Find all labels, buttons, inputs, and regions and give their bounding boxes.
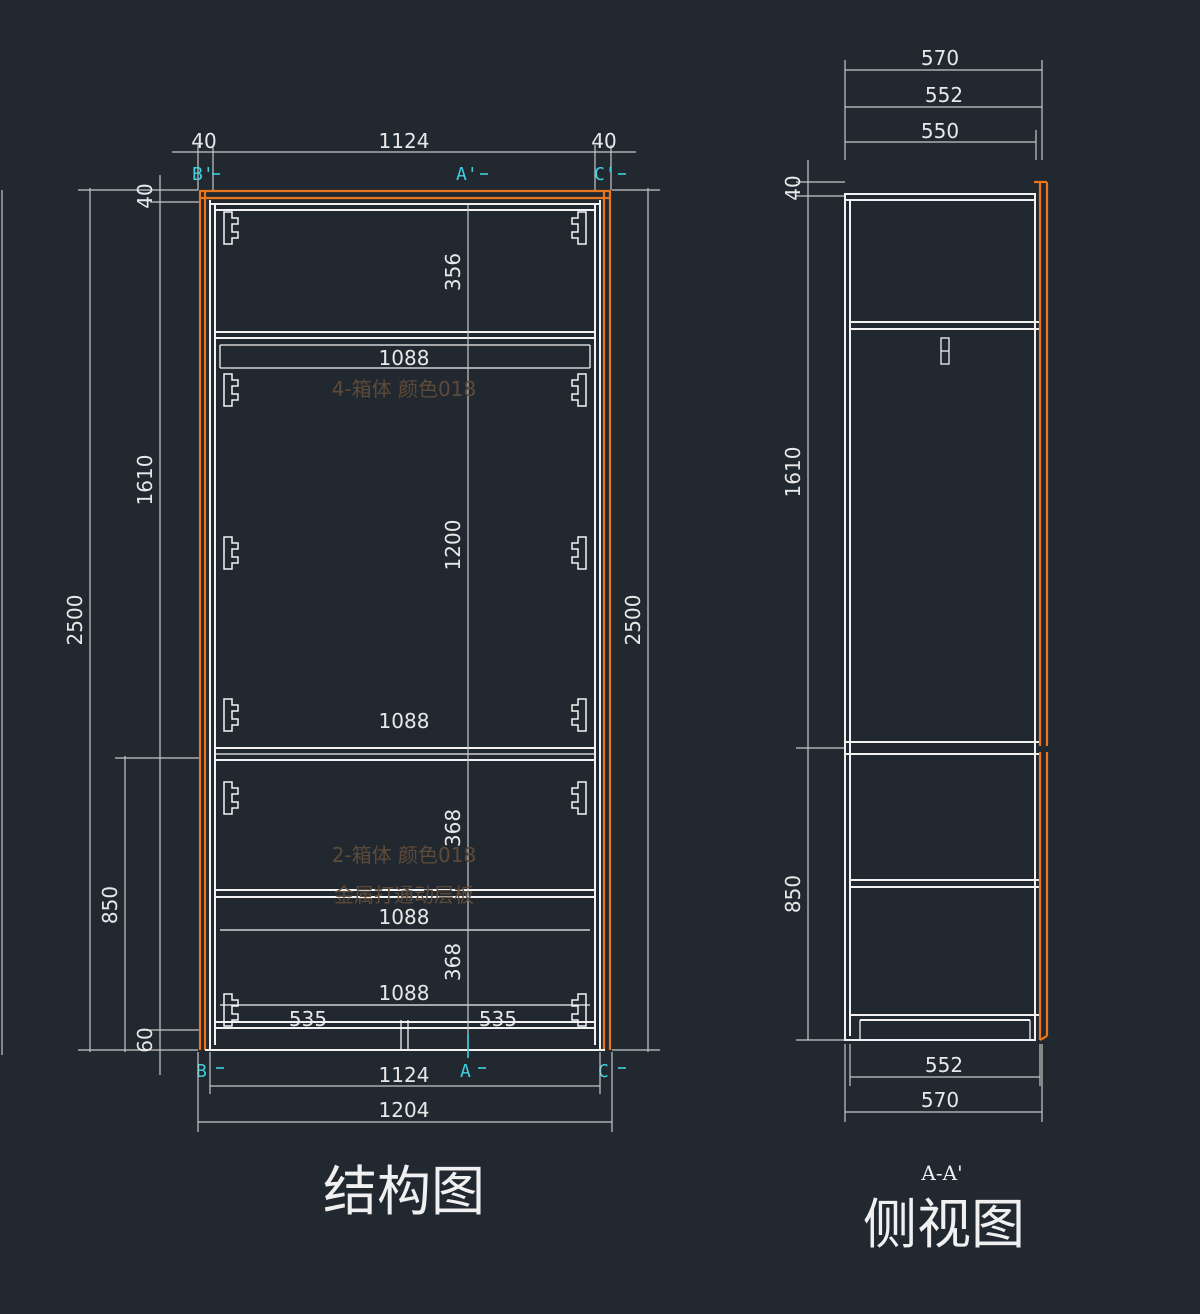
dim-top-mid: 1124 <box>379 129 430 153</box>
side-dim-bottom-1: 552 <box>925 1053 963 1077</box>
front-left-dimensions: 2500 850 40 1610 60 <box>63 175 200 1075</box>
front-bottom-dimensions: 1124 1204 <box>197 1052 613 1132</box>
shelf-pin-left-3 <box>223 698 239 732</box>
section-mark-b-prime: B' <box>192 164 214 185</box>
shelf-pin-left-4 <box>223 781 239 815</box>
dim-top-right: 40 <box>591 129 616 153</box>
dim-shelf-2: 1088 <box>379 709 430 733</box>
dim-inner-lower-2: 368 <box>441 943 465 981</box>
front-view-title: 结构图 <box>323 1160 485 1223</box>
side-dim-top-3: 550 <box>921 119 959 143</box>
shelf-pin-left-0 <box>223 211 239 245</box>
front-orange-edges <box>198 189 612 1050</box>
side-view: 570 552 550 40 1610 850 <box>781 46 1049 1256</box>
shelf-pin-left-2 <box>223 536 239 570</box>
dim-shelf-3: 1088 <box>379 905 430 929</box>
shelf-pin-right-3 <box>571 698 587 732</box>
dim-drawer-right: 535 <box>479 1007 517 1031</box>
side-dim-top-panel: 40 <box>781 175 805 200</box>
peg-group <box>223 211 587 1027</box>
dim-lower-height: 850 <box>98 886 122 924</box>
note-shelf: 金属打通动层板 <box>334 883 474 907</box>
front-carcass <box>205 200 605 1051</box>
section-mark-c: C <box>598 1061 609 1082</box>
dim-shelf-4: 1088 <box>379 981 430 1005</box>
shelf-pin-right-5 <box>571 993 587 1027</box>
front-hardware <box>223 211 587 1027</box>
section-mark-a: A <box>460 1061 471 1082</box>
dim-overall-height-right: 2500 <box>621 595 645 646</box>
side-top-dimensions: 570 552 550 <box>844 46 1043 160</box>
shelf-pin-left-1 <box>223 373 239 407</box>
dim-top-panel: 40 <box>133 183 157 208</box>
side-section-label: A-A' <box>920 1161 962 1185</box>
dim-inner-top: 356 <box>441 253 465 291</box>
shelf-pin-left-5 <box>223 993 239 1027</box>
side-dim-top-2: 552 <box>925 83 963 107</box>
dim-inner-main: 1200 <box>441 520 465 571</box>
dim-bottom-inner: 1124 <box>379 1063 430 1087</box>
front-top-dimensions: 40 1124 40 <box>172 129 636 190</box>
dim-overall-height-left: 2500 <box>63 595 87 646</box>
dim-upper-height: 1610 <box>133 455 157 506</box>
section-mark-c-prime: C' <box>594 164 616 185</box>
dim-drawer-left: 535 <box>289 1007 327 1031</box>
side-dim-top-1: 570 <box>921 46 959 70</box>
section-mark-a-prime: A' <box>456 164 478 185</box>
shelf-pin-right-4 <box>571 781 587 815</box>
dim-top-left: 40 <box>191 129 216 153</box>
note-lower-box: 2-箱体 颜色018 <box>332 843 476 867</box>
section-mark-b: B <box>196 1061 207 1082</box>
side-dim-lower: 850 <box>781 875 805 913</box>
front-right-dimension: 2500 <box>612 188 660 1052</box>
side-view-title: 侧视图 <box>863 1193 1025 1256</box>
side-door-edge <box>1034 180 1049 1041</box>
shelf-pin-right-0 <box>571 211 587 245</box>
side-dim-bottom-2: 570 <box>921 1088 959 1112</box>
shelf-pin-right-2 <box>571 536 587 570</box>
side-left-dimensions: 40 1610 850 <box>781 160 845 1041</box>
dim-inner-lower-1: 368 <box>441 809 465 847</box>
dim-plinth: 60 <box>133 1027 157 1052</box>
side-bottom-dimensions: 552 570 <box>844 1044 1043 1122</box>
dim-shelf-1: 1088 <box>379 346 430 370</box>
shelf-pin-right-1 <box>571 373 587 407</box>
front-view: 40 1124 40 B' A' C' 2500 850 40 1610 <box>1 129 660 1223</box>
side-carcass <box>844 193 1040 1041</box>
dim-bottom-overall: 1204 <box>379 1098 430 1122</box>
note-upper-box: 4-箱体 颜色018 <box>332 377 476 401</box>
side-dim-upper: 1610 <box>781 447 805 498</box>
